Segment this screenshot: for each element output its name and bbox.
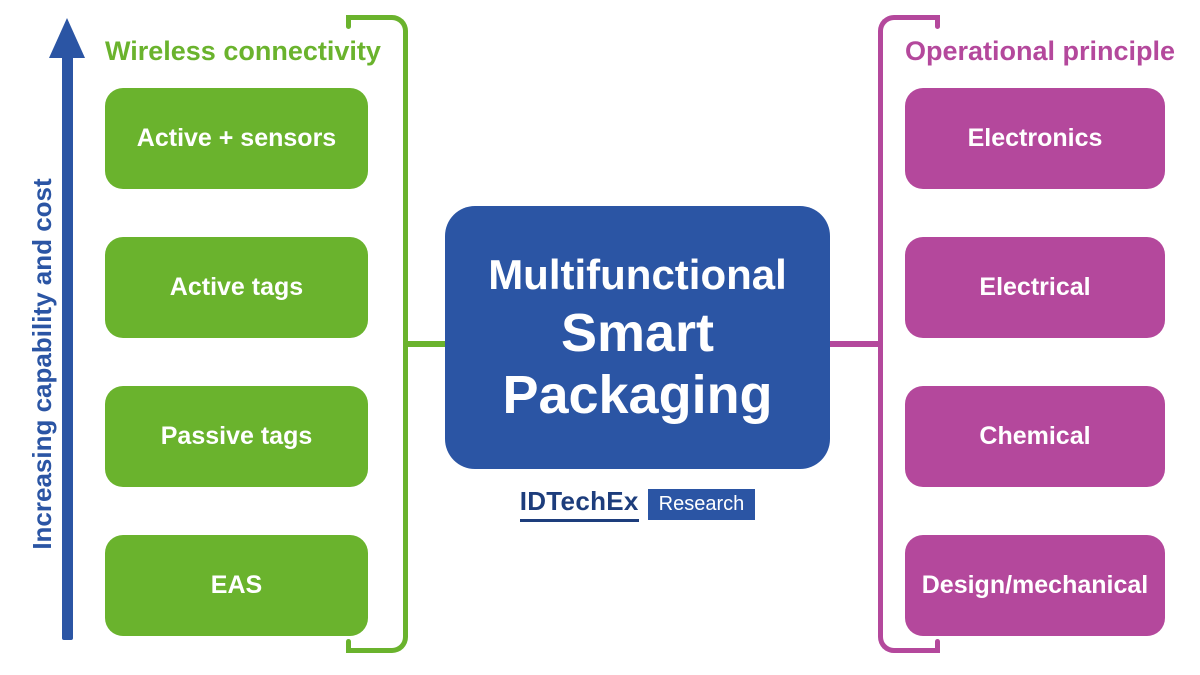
idtechex-wordmark: IDTechEx bbox=[519, 486, 639, 522]
research-badge: Research bbox=[647, 488, 756, 520]
node-electronics: Electronics bbox=[905, 88, 1165, 189]
right-connector-line bbox=[830, 341, 880, 347]
arrow-up-icon bbox=[49, 18, 85, 58]
node-active-tags: Active tags bbox=[105, 237, 368, 338]
left-connector-line bbox=[404, 341, 446, 347]
node-passive-tags: Passive tags bbox=[105, 386, 368, 487]
center-title-line1: Multifunctional bbox=[488, 251, 787, 299]
right-panel-title: Operational principle bbox=[905, 36, 1176, 66]
axis-label: Increasing capability and cost bbox=[27, 178, 57, 550]
center-title-line2: Smart bbox=[560, 302, 715, 363]
right-bracket bbox=[878, 15, 940, 653]
node-electrical: Electrical bbox=[905, 237, 1165, 338]
idtechex-logo: IDTechEx Research bbox=[445, 486, 830, 522]
arrow-shaft bbox=[62, 52, 73, 640]
left-bracket bbox=[346, 15, 408, 653]
node-design-mechanical: Design/mechanical bbox=[905, 535, 1165, 636]
wireless-connectivity-panel: Wireless connectivity Active + sensors A… bbox=[105, 36, 381, 675]
center-title-line3: Packaging bbox=[502, 364, 773, 425]
node-eas: EAS bbox=[105, 535, 368, 636]
node-active-plus-sensors: Active + sensors bbox=[105, 88, 368, 189]
node-chemical: Chemical bbox=[905, 386, 1165, 487]
left-panel-title: Wireless connectivity bbox=[105, 36, 381, 66]
center-node-smart-packaging: Multifunctional Smart Packaging bbox=[445, 206, 830, 469]
operational-principle-panel: Operational principle Electronics Electr… bbox=[905, 36, 1176, 675]
